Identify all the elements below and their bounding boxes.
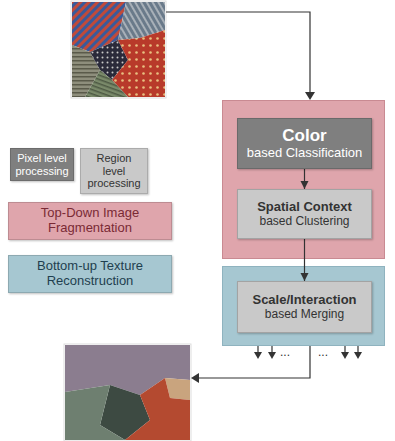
legend-swatch: Top-Down Image Fragmentation [8, 202, 172, 240]
texture-region [85, 70, 128, 97]
arrowhead [341, 352, 349, 359]
arrowhead [191, 373, 199, 383]
output-arrow [257, 346, 258, 353]
legend-swatch: Bottom-up Texture Reconstruction [8, 255, 172, 293]
legend-text: Top-Down Image Fragmentation [13, 206, 167, 236]
image-frame [71, 1, 166, 98]
box-body: based Clustering [259, 215, 349, 229]
legend-swatch: Region level processing [80, 148, 148, 194]
output-arrow [271, 346, 272, 353]
box-body: based Classification [247, 146, 363, 161]
box-body: based Merging [265, 308, 344, 322]
output-arrow [357, 346, 358, 353]
pixel-process-box: Colorbased Classification [237, 118, 372, 169]
box-heading: Scale/Interaction [252, 293, 356, 308]
connector [304, 239, 305, 281]
reconstruction-panel: Scale/Interactionbased Merging [222, 266, 385, 346]
box-heading: Spatial Context [257, 200, 352, 215]
box-heading: Color [282, 126, 326, 146]
connector [304, 169, 305, 189]
arrowhead [305, 92, 315, 100]
input-texture-mosaic [71, 1, 166, 98]
fragmentation-panel: Colorbased ClassificationSpatial Context… [222, 100, 385, 259]
segment-region [65, 385, 125, 440]
ellipsis-label: ... [318, 346, 328, 360]
arrowhead [268, 352, 276, 359]
ellipsis-label: ... [280, 346, 290, 360]
legend-text: Pixel level processing [15, 152, 69, 177]
legend-text: Region level processing [85, 152, 143, 190]
image-frame [64, 344, 191, 441]
texture-region [112, 30, 165, 97]
input-line [166, 12, 310, 93]
region-process-box: Scale/Interactionbased Merging [237, 281, 372, 333]
arrowhead [254, 352, 262, 359]
segment-region [125, 378, 190, 440]
region-process-box: Spatial Contextbased Clustering [237, 189, 372, 239]
legend-text: Bottom-up Texture Reconstruction [13, 259, 167, 289]
arrowhead [354, 352, 362, 359]
output-segmentation [64, 344, 191, 441]
output-arrow [344, 346, 345, 353]
legend-swatch: Pixel level processing [10, 148, 74, 181]
output-line [198, 346, 310, 378]
